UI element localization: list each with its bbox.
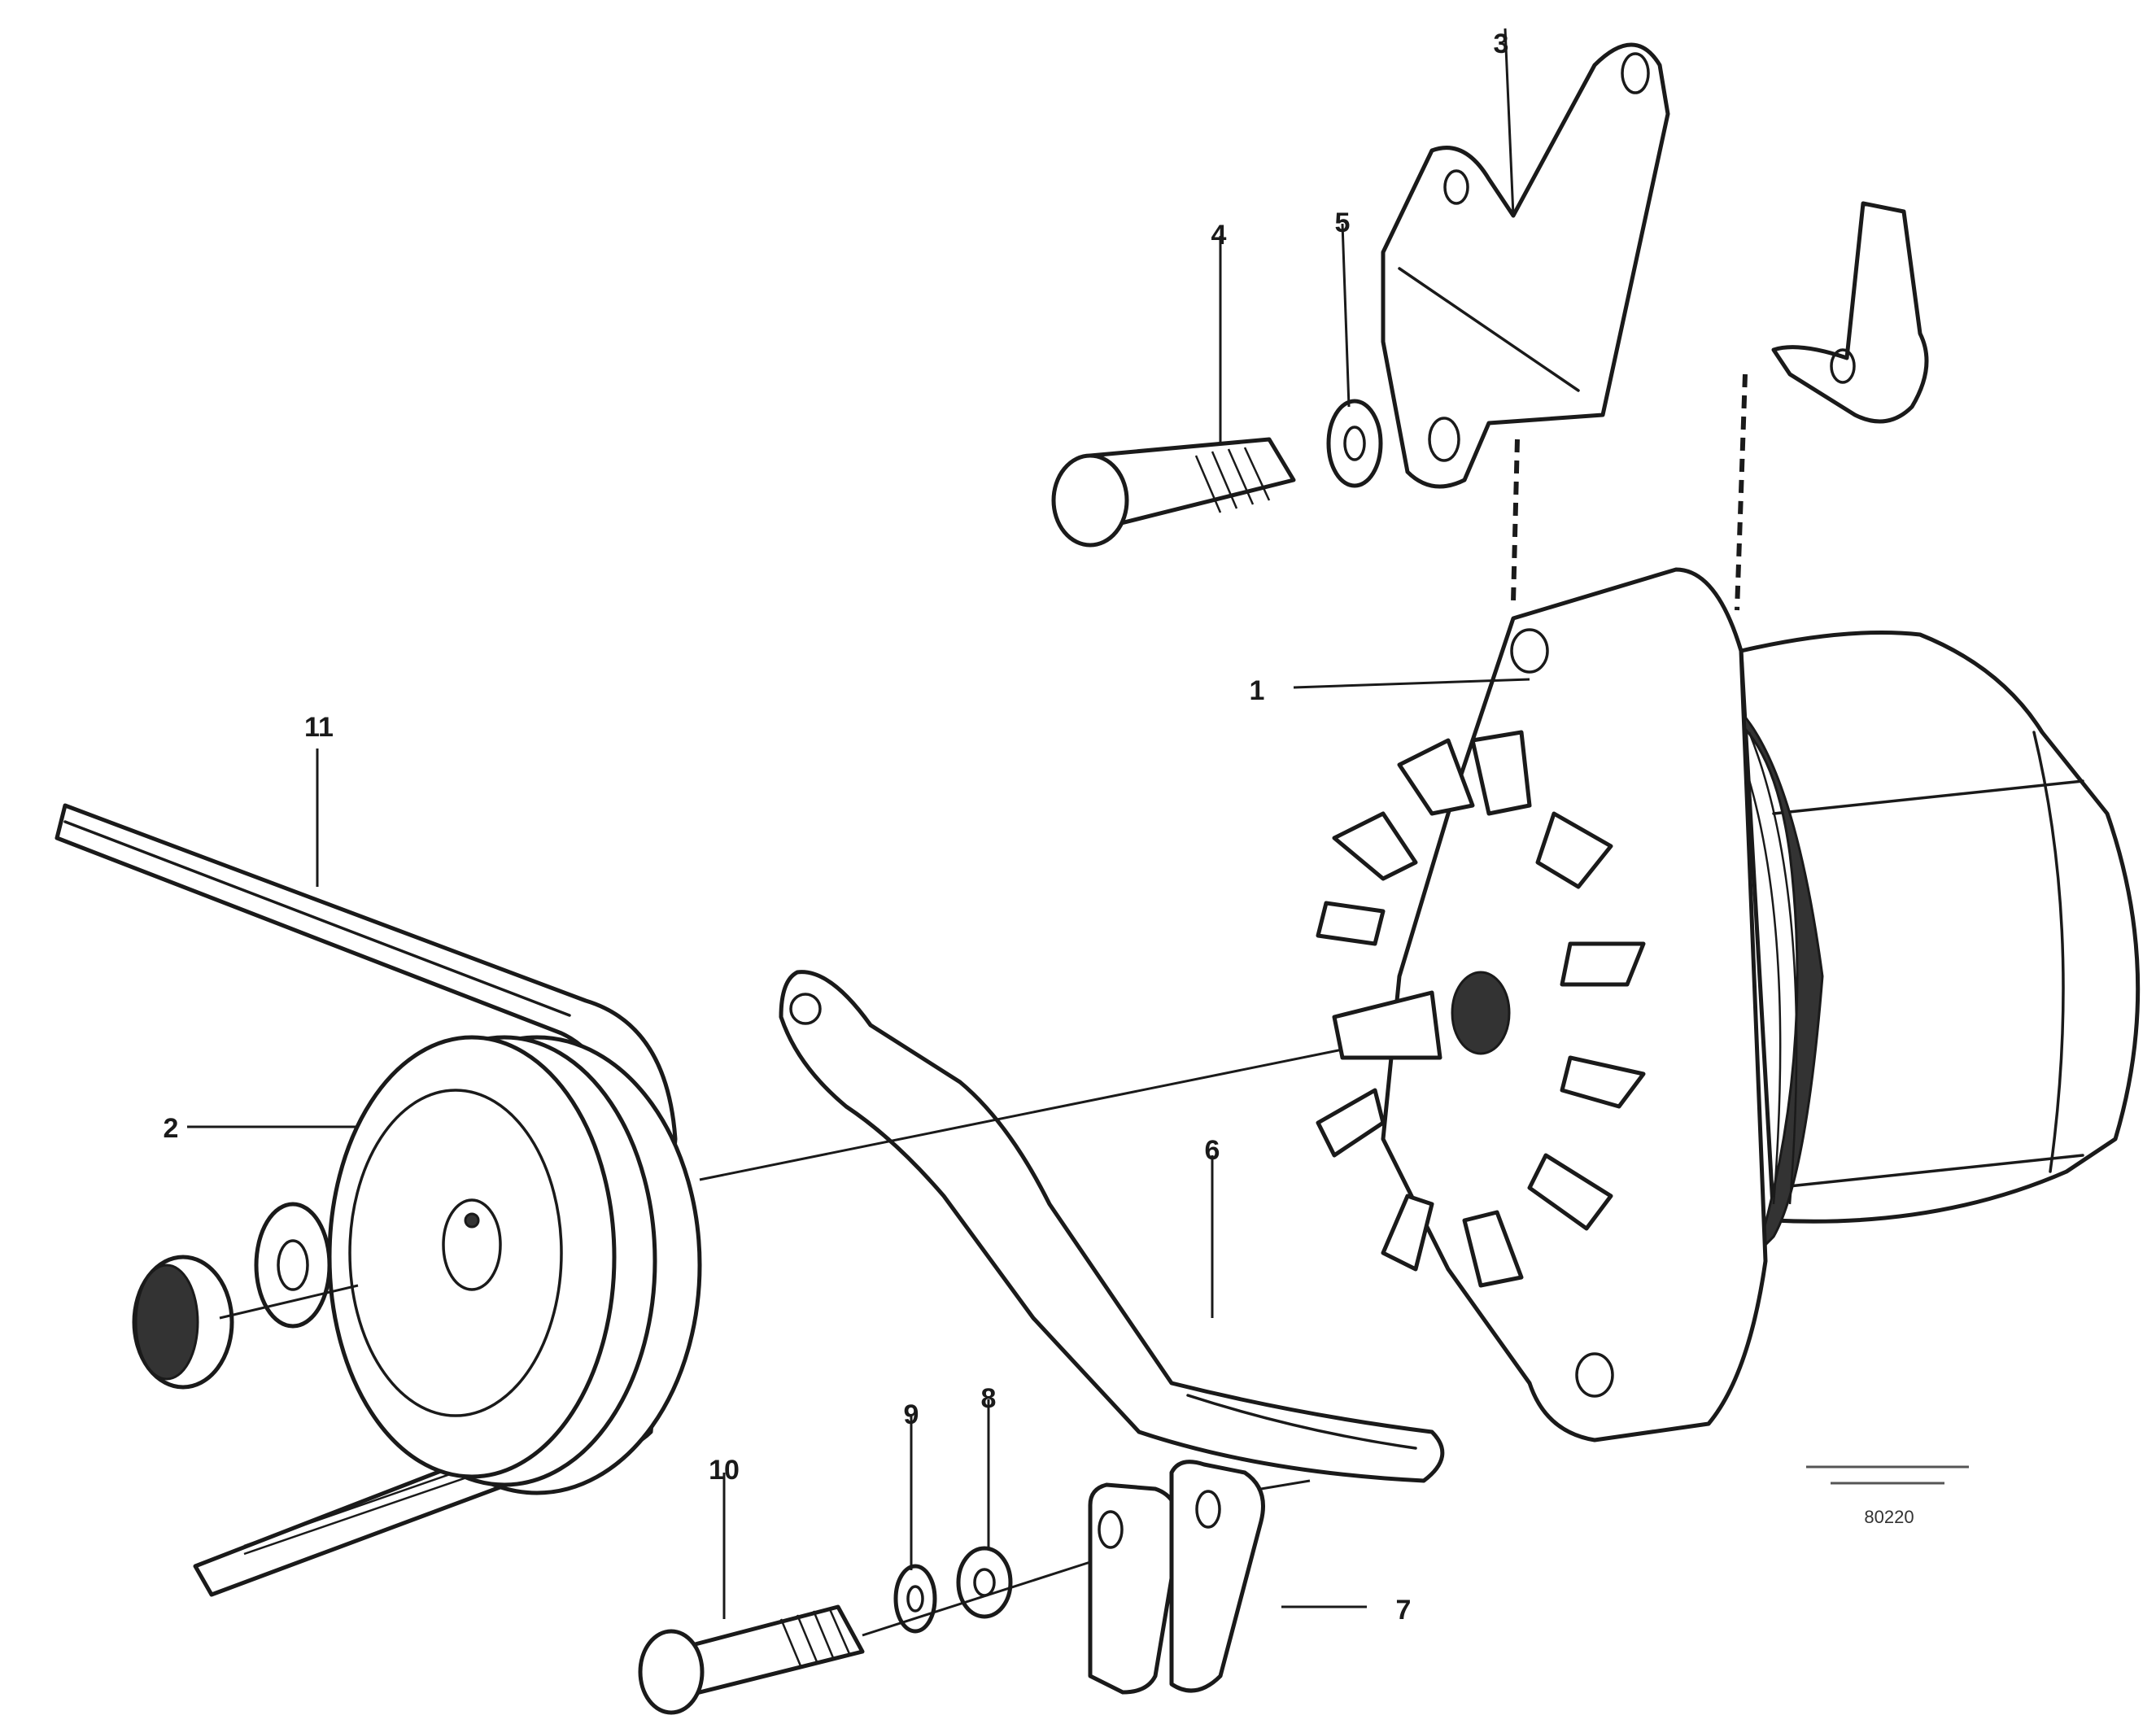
callout-3: 3 [1494,28,1509,59]
pulley-axis-line [219,1284,359,1320]
upper-bolt [1051,437,1296,548]
callout-1: 1 [1250,675,1265,706]
callout-4: 4 [1211,220,1227,251]
upper-mounting-bracket [1381,42,1670,489]
lower-washer [956,1546,1013,1619]
upper-washer [1326,399,1383,488]
callout-7: 7 [1396,1595,1412,1626]
upper-right-bracket [1771,201,1929,424]
callout-10: 10 [709,1455,740,1486]
callout-6: 6 [1205,1135,1220,1166]
callout-leaders [187,28,1530,1619]
drawing-ref-number: 80220 [1864,1507,1914,1527]
callout-8: 8 [981,1383,997,1414]
alignment-line-right [1735,373,1748,611]
pulley [327,1035,702,1495]
callout-11: 11 [304,712,334,743]
lower-bolt [638,1604,865,1715]
lower-bracket [1088,1460,1311,1695]
alignment-line-upper [1511,439,1520,603]
callout-5: 5 [1335,207,1351,238]
alternator [699,567,2141,1442]
callout-9: 9 [904,1399,919,1430]
pulley-nut [132,1255,234,1390]
drawing-reference: 80220 [1806,1465,1969,1527]
callout-2: 2 [164,1113,179,1144]
lower-bolt-axis-line [862,1560,1091,1637]
